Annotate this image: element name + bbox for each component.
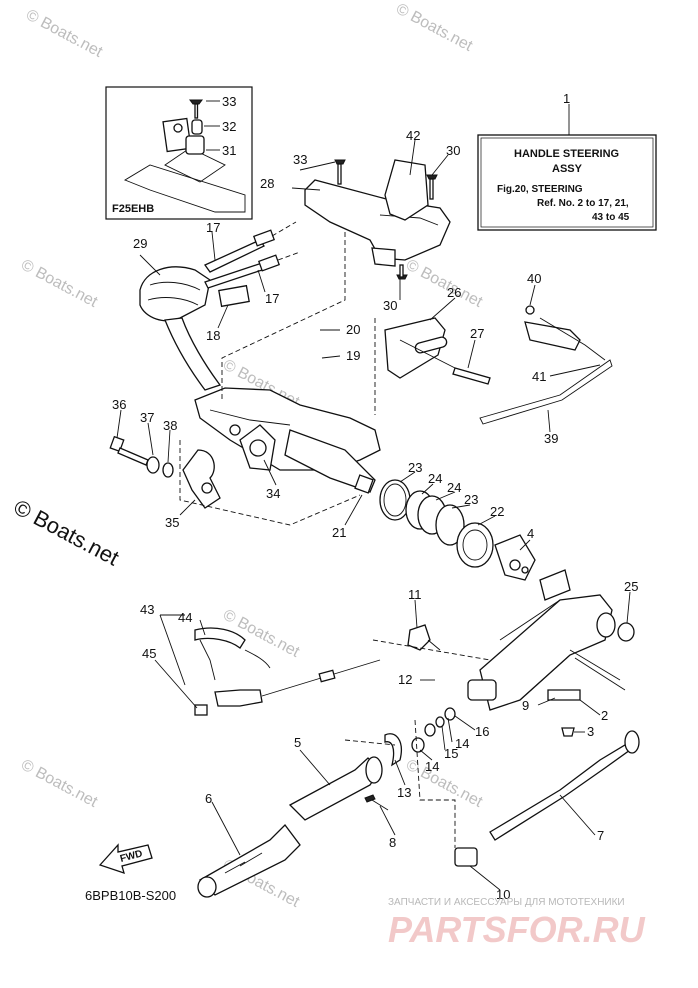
callout-14: 14 [455, 736, 469, 751]
callout-2: 2 [601, 708, 608, 723]
callout-21: 21 [332, 525, 346, 540]
inset-box: F25EHB [105, 86, 253, 220]
callout-26: 26 [447, 285, 461, 300]
callout-11: 11 [408, 587, 422, 602]
callout-17: 17 [206, 220, 220, 235]
callout-19: 19 [346, 348, 360, 363]
callout-8: 8 [389, 835, 396, 850]
callout-43: 43 [140, 602, 154, 617]
shop-tagline: ЗАПЧАСТИ И АКСЕССУАРЫ ДЛЯ МОТОТЕХНИКИ [388, 897, 625, 908]
callout-17: 17 [265, 291, 279, 306]
bracket-assembly [304, 159, 451, 280]
callout-9: 9 [522, 698, 529, 713]
callout-20: 20 [346, 322, 360, 337]
info-box-ref: Fig.20, STEERING [497, 184, 583, 195]
watermark: © Boats.net [18, 757, 100, 812]
watermark: © Boats.net [403, 257, 485, 312]
callout-37: 37 [140, 410, 154, 425]
callout-32: 32 [222, 119, 236, 134]
bracket-plate [384, 317, 491, 385]
watermark: © Boats.net [23, 7, 105, 62]
stop-switch-assembly [194, 624, 441, 716]
callout-6: 6 [205, 791, 212, 806]
watermark: © Boats.net [403, 757, 485, 812]
seal-rings [379, 479, 536, 581]
big-watermark: © Boats.net [10, 494, 124, 570]
bolt-set-left [109, 435, 221, 509]
callout-40: 40 [527, 271, 541, 286]
callout-14: 14 [425, 759, 439, 774]
throttle-grip-assembly [197, 707, 640, 898]
tiller-bracket [194, 387, 381, 494]
callout-42: 42 [406, 128, 420, 143]
watermark: © Boats.net [18, 257, 100, 312]
callout-39: 39 [544, 431, 558, 446]
callout-18: 18 [206, 328, 220, 343]
handle-housing [467, 569, 635, 737]
alignment-lines [179, 232, 491, 848]
callout-labels: 33 32 31 1 42 30 33 28 17 29 17 18 30 26… [112, 91, 638, 902]
callout-7: 7 [597, 828, 604, 843]
steering-link [479, 305, 613, 425]
watermark: © Boats.net [393, 1, 475, 56]
callout-29: 29 [133, 236, 147, 251]
callout-13: 13 [397, 785, 411, 800]
callout-45: 45 [142, 646, 156, 661]
callout-25: 25 [624, 579, 638, 594]
callout-22: 22 [490, 504, 504, 519]
info-box-ref-3: 43 to 45 [592, 212, 630, 223]
callout-30: 30 [446, 143, 460, 158]
info-box-title-2: ASSY [552, 163, 583, 175]
callout-3: 3 [587, 724, 594, 739]
callout-5: 5 [294, 735, 301, 750]
callout-16: 16 [475, 724, 489, 739]
callout-38: 38 [163, 418, 177, 433]
callout-23: 23 [464, 492, 478, 507]
callout-1: 1 [563, 91, 570, 106]
fwd-arrow: FWD [98, 843, 153, 875]
handle-steering-info-box: HANDLE STEERING ASSY Fig.20, STEERING Re… [477, 104, 657, 231]
callout-15: 15 [444, 746, 458, 761]
callout-10: 10 [496, 887, 510, 902]
callout-33: 33 [222, 94, 236, 109]
diagram-code: 6BPB10B-S200 [85, 888, 176, 903]
info-box-title: HANDLE STEERING [514, 148, 619, 160]
leader-lines [116, 139, 631, 891]
callout-34: 34 [266, 486, 280, 501]
callout-24: 24 [447, 480, 461, 495]
callout-27: 27 [470, 326, 484, 341]
callout-4: 4 [527, 526, 534, 541]
shop-logo: PARTSFOR.RU [388, 909, 646, 950]
inset-label: F25EHB [112, 203, 154, 215]
callout-44: 44 [178, 610, 192, 625]
callout-41: 41 [532, 369, 546, 384]
callout-23: 23 [408, 460, 422, 475]
callout-35: 35 [165, 515, 179, 530]
callout-33: 33 [293, 152, 307, 167]
callout-12: 12 [398, 672, 412, 687]
callout-30: 30 [383, 298, 397, 313]
cable-grommet-assembly [139, 221, 301, 391]
callout-28: 28 [260, 176, 274, 191]
callout-24: 24 [428, 471, 442, 486]
callout-31: 31 [222, 143, 236, 158]
info-box-ref-2: Ref. No. 2 to 17, 21, [537, 198, 629, 209]
callout-36: 36 [112, 397, 126, 412]
